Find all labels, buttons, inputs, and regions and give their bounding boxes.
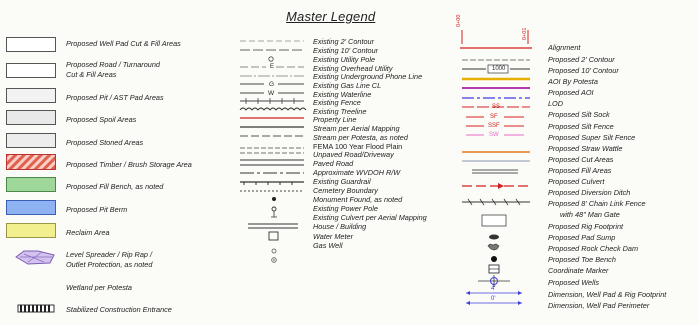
label-dimension-perimeter: Dimension, Well Pad Perimeter <box>548 301 650 310</box>
dimension-symbol-2: 0' <box>491 296 496 302</box>
label-waterline: Existing Waterline <box>313 90 372 99</box>
label-super-silt: Proposed Super Silt Fence <box>548 133 636 142</box>
swatch-pit-ast <box>6 88 56 103</box>
label-stream-potesta: Stream per Potesta, as noted <box>313 133 408 142</box>
super-silt-symbol: SSF <box>488 123 500 129</box>
contour-10-label: 1000 <box>492 66 506 72</box>
label-aoi-potesta: AOI By Potesta <box>548 77 598 86</box>
label-riprap-2: Outlet Protection, as noted <box>66 260 153 269</box>
label-timber: Proposed Timber / Brush Storage Area <box>66 160 192 169</box>
label-road-2: Cut & Fill Areas <box>66 70 117 79</box>
label-monument: Monument Found, as noted <box>313 195 403 204</box>
label-guardrail: Existing Guardrail <box>313 177 371 186</box>
label-stoned: Proposed Stoned Areas <box>66 138 144 147</box>
label-stream-aerial: Stream per Aerial Mapping <box>313 124 400 133</box>
swatch-reclaim <box>6 223 56 238</box>
label-contour-10: Existing 10' Contour <box>313 46 379 55</box>
label-culvert: Proposed Culvert <box>548 177 605 186</box>
page-title: Master Legend <box>286 9 376 24</box>
symbol-gas-letter: G <box>269 81 275 88</box>
label-unpaved: Unpaved Road/Driveway <box>313 150 394 159</box>
label-prop-aoi: Proposed AOI <box>548 88 594 97</box>
alignment-station-left: 0+00 <box>456 14 462 27</box>
label-silt-sock: Proposed Silt Sock <box>548 110 610 119</box>
label-rock-check-dam: Proposed Rock Check Dam <box>548 244 639 253</box>
label-dimension-rig: Dimension, Well Pad & Rig Footprint <box>548 290 667 299</box>
label-phone: Existing Underground Phone Line <box>313 72 423 81</box>
label-wetland: Wetland per Potesta <box>66 283 132 292</box>
label-house: House / Building <box>313 222 367 231</box>
label-treeline: Existing Treeline <box>313 107 367 116</box>
label-entrance: Stabilized Construction Entrance <box>66 305 172 314</box>
label-man-gate: with 48" Man Gate <box>560 210 620 219</box>
swatch-pit-berm <box>6 200 56 215</box>
label-pit-ast: Proposed Pit / AST Pad Areas <box>66 93 164 102</box>
label-cut-areas: Proposed Cut Areas <box>548 155 614 164</box>
label-coordinate-marker: Coordinate Marker <box>548 266 609 275</box>
label-pit-berm: Proposed Pit Berm <box>66 205 128 214</box>
label-spoil: Proposed Spoil Areas <box>66 115 137 124</box>
label-road: Proposed Road / Turnaround <box>66 60 160 69</box>
label-overhead: Existing Overhead Utility <box>313 64 393 73</box>
silt-sock-symbol: SS <box>492 104 501 110</box>
dimension-symbol-1: 4' <box>491 286 496 292</box>
label-fill-areas: Proposed Fill Areas <box>548 166 612 175</box>
label-utility-pole: Existing Utility Pole <box>313 55 376 64</box>
label-paved: Paved Road <box>313 159 354 168</box>
middle-symbols <box>239 40 307 263</box>
label-contour-2: Existing 2' Contour <box>313 37 375 46</box>
label-culvert-aerial: Existing Culvert per Aerial Mapping <box>313 213 427 222</box>
swatch-well-pad <box>6 37 56 52</box>
alignment-station-right: 0+01 <box>522 27 528 40</box>
label-wvdoh: Approximate WVDOH R/W <box>313 168 401 177</box>
riprap-icon <box>15 250 55 265</box>
label-lod: LOD <box>548 99 564 108</box>
label-chain-link: Proposed 8' Chain Link Fence <box>548 199 646 208</box>
label-toe-bench: Proposed Toe Bench <box>548 255 616 264</box>
label-fence: Existing Fence <box>313 98 361 107</box>
label-power-pole: Existing Power Pole <box>313 204 378 213</box>
label-pad-sump: Proposed Pad Sump <box>548 233 616 242</box>
label-prop-contour-10: Proposed 10' Contour <box>548 66 619 75</box>
label-fema: FEMA 100 Year Flood Plain <box>313 142 403 151</box>
label-alignment: Alignment <box>548 43 581 52</box>
label-water-meter: Water Meter <box>313 232 354 241</box>
label-fill-bench: Proposed Fill Bench, as noted <box>66 182 164 191</box>
label-silt-fence: Proposed Silt Fence <box>548 122 614 131</box>
label-diversion: Proposed Diversion Ditch <box>548 188 631 197</box>
label-rig-footprint: Proposed Rig Footprint <box>548 222 624 231</box>
straw-wattle-symbol: SW <box>489 132 499 138</box>
label-riprap: Level Spreader / Rip Rap / <box>66 250 152 259</box>
swatch-stoned <box>6 133 56 148</box>
label-reclaim: Reclaim Area <box>66 228 110 237</box>
swatch-road <box>6 63 56 78</box>
swatch-fill-bench <box>6 177 56 192</box>
label-prop-contour-2: Proposed 2' Contour <box>548 55 615 64</box>
swatch-spoil <box>6 110 56 125</box>
label-gas-well: Gas Well <box>313 241 343 250</box>
label-wells: Proposed Wells <box>548 278 599 287</box>
symbol-overhead-letter: E <box>270 64 275 70</box>
label-gas: Existing Gas Line CL <box>313 81 382 90</box>
label-property: Property Line <box>313 115 357 124</box>
construction-entrance-icon <box>17 304 55 313</box>
label-well-pad: Proposed Well Pad Cut & Fill Areas <box>66 39 181 48</box>
symbol-water-letter: W <box>268 90 275 97</box>
label-straw-wattle: Proposed Straw Wattle <box>548 144 623 153</box>
label-cemetery: Cemetery Boundary <box>313 186 378 195</box>
swatch-timber-hatch <box>6 154 56 170</box>
right-symbols <box>460 30 532 305</box>
silt-fence-symbol: SF <box>490 114 498 120</box>
